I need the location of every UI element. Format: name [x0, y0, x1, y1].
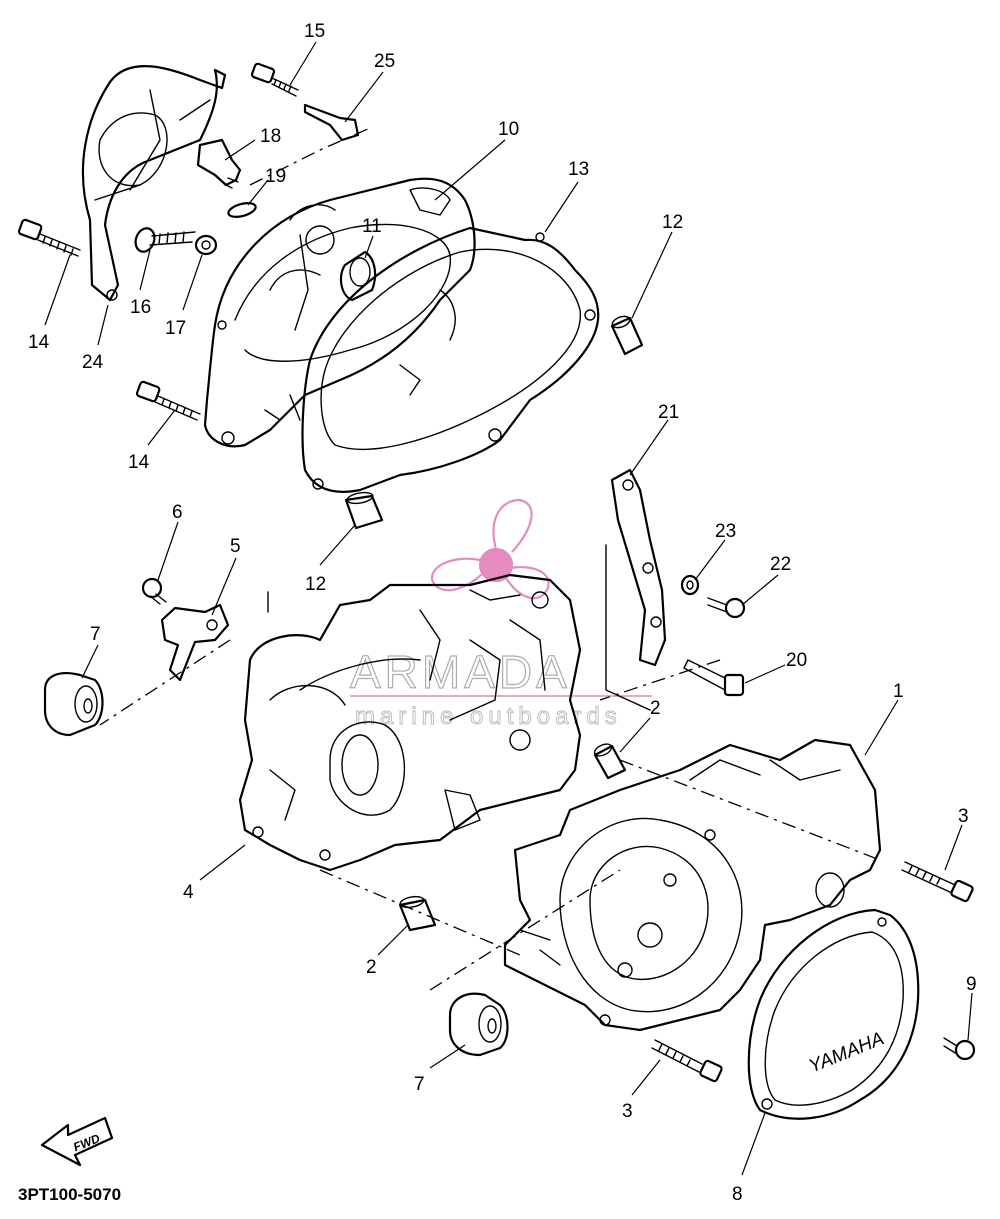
part-25-clip — [303, 103, 360, 142]
callout-19: 19 — [265, 166, 286, 187]
callout-13: 13 — [568, 159, 589, 180]
part-5-bracket — [160, 603, 230, 682]
callout-18: 18 — [260, 126, 281, 147]
callout-24: 24 — [82, 352, 104, 373]
callout-7-left: 7 — [90, 624, 101, 645]
callout-5: 5 — [230, 536, 241, 557]
watermark: ARMADA marine outboards — [349, 498, 652, 730]
callout-2-upper: 2 — [650, 698, 661, 719]
part-13-gasket — [301, 226, 600, 493]
callout-21: 21 — [658, 402, 679, 423]
callout-labels: 15 25 18 19 10 13 11 12 14 16 17 24 14 1… — [28, 21, 977, 1205]
watermark-name: ARMADA — [350, 646, 571, 698]
callout-20: 20 — [786, 650, 807, 671]
part-23-washer — [680, 574, 700, 596]
part-7-damper-left — [43, 672, 104, 737]
callout-17: 17 — [165, 318, 186, 339]
part-20-bolt — [683, 659, 745, 697]
fwd-arrow-icon: FWD — [40, 1116, 114, 1167]
part-18-plug — [196, 138, 242, 189]
part-2-dowel-upper — [593, 743, 627, 780]
callout-4: 4 — [183, 882, 194, 903]
part-9-screw — [943, 1037, 976, 1061]
callout-9: 9 — [966, 974, 977, 995]
callout-6: 6 — [172, 502, 183, 523]
callout-12-lower: 12 — [305, 574, 326, 595]
callout-14-lower: 14 — [128, 452, 150, 473]
part-19-o-ring — [227, 202, 257, 218]
part-11-bearing — [339, 250, 377, 302]
callout-3-bottom: 3 — [622, 1101, 633, 1122]
part-2-dowel-lower — [398, 895, 437, 932]
callout-7-bottom: 7 — [414, 1074, 425, 1095]
part-1-crankcase-right — [503, 738, 882, 1032]
watermark-propeller-logo — [430, 498, 550, 600]
callout-8: 8 — [732, 1184, 743, 1205]
part-4-crankcase-left — [238, 573, 582, 872]
alignment-lines — [99, 127, 881, 991]
callout-2-lower: 2 — [366, 957, 377, 978]
part-17-washer — [194, 234, 218, 256]
callout-22: 22 — [770, 554, 791, 575]
callout-11: 11 — [362, 216, 382, 237]
part-22-screw — [707, 597, 746, 619]
callout-14-upper: 14 — [28, 332, 50, 353]
part-14-bolt-upper — [17, 218, 81, 257]
part-21-plate — [610, 468, 667, 667]
callout-23: 23 — [715, 521, 736, 542]
fwd-label: FWD — [71, 1131, 102, 1154]
callout-1: 1 — [893, 681, 904, 702]
part-14-bolt-lower — [135, 380, 201, 421]
callout-16: 16 — [130, 297, 151, 318]
callout-25: 25 — [374, 51, 395, 72]
callout-10: 10 — [498, 119, 519, 140]
part-7-damper-bottom — [448, 992, 509, 1057]
callout-12-upper: 12 — [662, 212, 683, 233]
diagram-code: 3PT100-5070 — [18, 1185, 121, 1204]
leader-lines — [44, 41, 973, 1176]
part-3-bolt-bottom — [651, 1039, 723, 1083]
part-16-bolt — [134, 227, 196, 253]
part-3-bolt-right — [901, 861, 974, 903]
part-15-bolt — [250, 62, 299, 97]
part-12-dowel-upper — [610, 315, 644, 356]
part-8-generator-cover: YAMAHA — [747, 908, 920, 1120]
watermark-subtitle: marine outboards — [355, 703, 622, 730]
callout-15: 15 — [304, 21, 325, 42]
part-10-clutch-cover — [203, 177, 476, 448]
part-6-screw — [141, 577, 167, 605]
callout-3-right: 3 — [958, 806, 969, 827]
part-12-dowel-lower — [344, 491, 384, 530]
part-24-shroud-cover — [81, 65, 227, 302]
